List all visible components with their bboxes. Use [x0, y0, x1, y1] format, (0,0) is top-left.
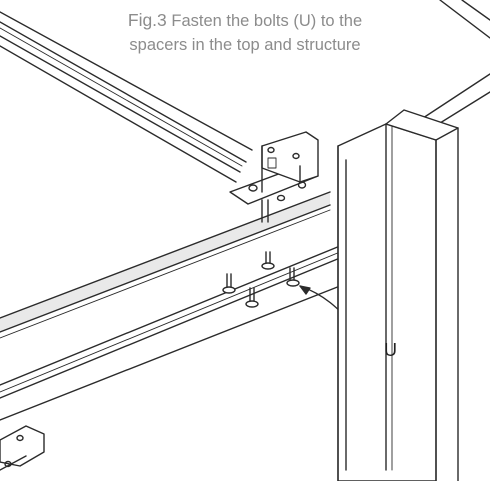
callout-label-u: U — [384, 340, 397, 360]
caption-line-1-text: Fasten the bolts (U) to the — [166, 12, 363, 30]
caption-line-1: Fig.3 Fasten the bolts (U) to the — [0, 8, 490, 33]
vertical-post — [337, 109, 459, 481]
main-beam — [0, 191, 341, 421]
figure-caption: Fig.3 Fasten the bolts (U) to the spacer… — [0, 8, 490, 57]
lower-left-bracket — [0, 425, 45, 471]
figure-number: Fig.3 — [127, 10, 167, 30]
spacer-bracket — [229, 131, 319, 223]
bolt-u-2 — [261, 251, 275, 270]
bolt-u-4 — [286, 267, 300, 287]
bolt-u-3 — [245, 287, 259, 308]
caption-line-2: spacers in the top and structure — [129, 36, 361, 54]
bolt-u-1 — [222, 273, 236, 294]
upper-rail — [0, 11, 253, 183]
